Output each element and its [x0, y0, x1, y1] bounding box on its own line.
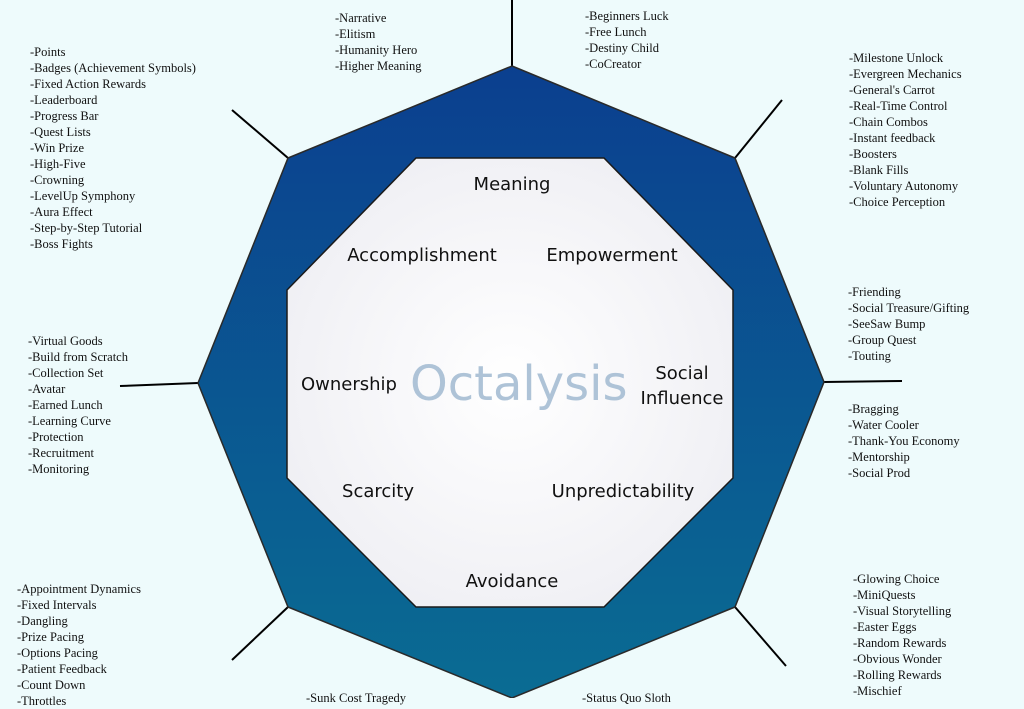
list-item: Touting — [848, 348, 969, 364]
list-item: Free Lunch — [585, 24, 669, 40]
list-unpredictability: Glowing ChoiceMiniQuestsVisual Storytell… — [853, 571, 951, 699]
list-item: Protection — [28, 429, 128, 445]
list-item: Learning Curve — [28, 413, 128, 429]
spoke-ownership — [119, 382, 199, 387]
list-item: Status Quo Sloth — [582, 690, 671, 706]
list-item: Leaderboard — [30, 92, 196, 108]
list-meaning-right: Beginners LuckFree LunchDestiny ChildCoC… — [585, 8, 669, 72]
list-item: Water Cooler — [848, 417, 960, 433]
list-item: Options Pacing — [17, 645, 141, 661]
list-item: Appointment Dynamics — [17, 581, 141, 597]
inner-octagon — [286, 157, 734, 608]
list-item: Collection Set — [28, 365, 128, 381]
drive-social-influence: Social Influence — [632, 361, 732, 411]
list-item: Social Treasure/Gifting — [848, 300, 969, 316]
list-item: Quest Lists — [30, 124, 196, 140]
drive-meaning: Meaning — [473, 174, 551, 195]
list-item: Mentorship — [848, 449, 960, 465]
spoke-unpredictability — [734, 606, 787, 667]
drive-empowerment: Empowerment — [546, 245, 678, 266]
drive-unpredictability: Unpredictability — [551, 481, 695, 502]
list-item: Voluntary Autonomy — [849, 178, 962, 194]
list-item: Rolling Rewards — [853, 667, 951, 683]
list-item: Virtual Goods — [28, 333, 128, 349]
drive-avoidance: Avoidance — [465, 571, 559, 592]
list-item: Throttles — [17, 693, 141, 709]
list-item: Points — [30, 44, 196, 60]
list-item: Higher Meaning — [335, 58, 421, 74]
list-item: General's Carrot — [849, 82, 962, 98]
list-item: Blank Fills — [849, 162, 962, 178]
list-item: Glowing Choice — [853, 571, 951, 587]
list-item: Elitism — [335, 26, 421, 42]
list-item: Recruitment — [28, 445, 128, 461]
list-item: Thank-You Economy — [848, 433, 959, 449]
list-item: Step-by-Step Tutorial — [30, 220, 196, 236]
list-social-upper: FriendingSocial Treasure/GiftingSeeSaw B… — [848, 284, 969, 364]
spoke-lines — [119, 0, 903, 667]
list-item: Badges (Achievement Symbols) — [30, 60, 196, 76]
list-item: Sunk Cost Tragedy — [306, 690, 406, 706]
list-item: Progress Bar — [30, 108, 196, 124]
list-social-lower: BraggingWater CoolerThank-You EconomyMen… — [848, 401, 960, 481]
list-item: Chain Combos — [849, 114, 962, 130]
list-item: CoCreator — [585, 56, 669, 72]
list-empowerment: Milestone UnlockEvergreen MechanicsGener… — [849, 50, 962, 210]
list-item: Fixed Intervals — [17, 597, 141, 613]
list-item: Choice Perception — [849, 194, 962, 210]
drive-ownership: Ownership — [301, 374, 397, 395]
list-item: Easter Eggs — [853, 619, 951, 635]
list-item: High-Five — [30, 156, 196, 172]
list-item: Social Prod — [848, 465, 960, 481]
list-item: Humanity Hero — [335, 42, 421, 58]
list-item: Destiny Child — [585, 40, 669, 56]
list-item: Narrative — [335, 10, 421, 26]
list-item: Monitoring — [28, 461, 128, 477]
list-item: Win Prize — [30, 140, 196, 156]
list-item: Crowning — [30, 172, 196, 188]
list-item: Build from Scratch — [28, 349, 128, 365]
list-item: Fixed Action Rewards — [30, 76, 196, 92]
list-avoidance-right: Status Quo Sloth — [582, 690, 671, 706]
list-item: Avatar — [28, 381, 128, 397]
spoke-accomplishment — [231, 109, 289, 159]
list-item: Earned Lunch — [28, 397, 128, 413]
list-item: Dangling — [17, 613, 141, 629]
list-item: Prize Pacing — [17, 629, 141, 645]
drive-scarcity: Scarcity — [342, 481, 414, 502]
list-item: Mischief — [853, 683, 951, 699]
list-accomplishment: PointsBadges (Achievement Symbols)Fixed … — [30, 44, 196, 252]
list-item: Boss Fights — [30, 236, 196, 252]
list-item: Aura Effect — [30, 204, 196, 220]
drive-accomplishment: Accomplishment — [347, 245, 497, 266]
list-item: Boosters — [849, 146, 962, 162]
list-ownership: Virtual GoodsBuild from ScratchCollectio… — [28, 333, 128, 477]
spoke-social — [823, 380, 903, 383]
octalysis-title: Octalysis — [410, 356, 628, 412]
list-meaning-left: NarrativeElitismHumanity HeroHigher Mean… — [335, 10, 421, 74]
list-item: Patient Feedback — [17, 661, 141, 677]
list-item: Beginners Luck — [585, 8, 669, 24]
list-item: Visual Storytelling — [853, 603, 951, 619]
list-item: LevelUp Symphony — [30, 188, 196, 204]
list-item: Real-Time Control — [849, 98, 962, 114]
list-item: Group Quest — [848, 332, 969, 348]
list-item: MiniQuests — [853, 587, 951, 603]
spoke-empowerment — [734, 99, 783, 159]
list-scarcity: Appointment DynamicsFixed IntervalsDangl… — [17, 581, 141, 709]
list-item: Milestone Unlock — [849, 50, 962, 66]
drive-social-line1: Social — [655, 363, 709, 384]
list-item: Instant feedback — [849, 130, 962, 146]
drive-social-line2: Influence — [640, 388, 724, 409]
list-item: Friending — [848, 284, 969, 300]
spoke-scarcity — [231, 606, 289, 661]
list-avoidance-left: Sunk Cost Tragedy — [306, 690, 406, 706]
list-item: Count Down — [17, 677, 141, 693]
list-item: Random Rewards — [853, 635, 951, 651]
list-item: Obvious Wonder — [853, 651, 951, 667]
list-item: Evergreen Mechanics — [849, 66, 961, 82]
list-item: SeeSaw Bump — [848, 316, 969, 332]
list-item: Bragging — [848, 401, 960, 417]
